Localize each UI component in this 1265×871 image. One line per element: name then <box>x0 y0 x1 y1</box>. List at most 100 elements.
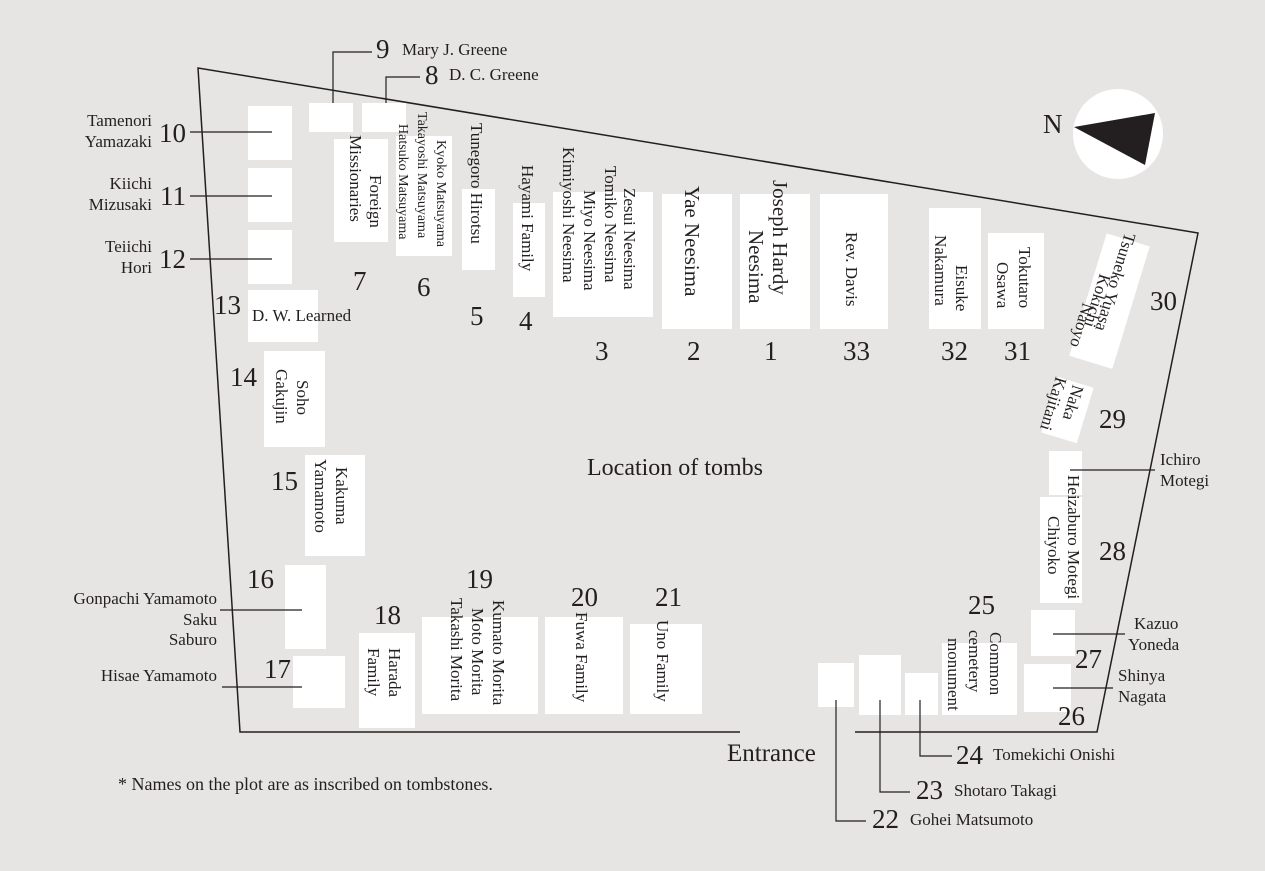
plot-28[interactable] <box>1040 497 1082 603</box>
name-18-line2: Family <box>364 648 383 697</box>
tomb-number-21: 21 <box>655 582 682 612</box>
plot-32[interactable] <box>929 208 981 329</box>
name-19-line1: Kumato Morita <box>489 600 508 706</box>
tomb-number-15: 15 <box>271 466 298 496</box>
plot-14[interactable] <box>264 351 325 447</box>
name-32-line1: Eisuke <box>952 265 971 311</box>
tomb-number-2: 2 <box>687 336 701 366</box>
name-21: Uno Family <box>653 620 672 702</box>
name-31-line1: Tokutaro <box>1015 247 1034 308</box>
name-7-line2: Missionaries <box>346 135 365 222</box>
plot-6[interactable] <box>396 136 452 256</box>
tomb-number-28: 28 <box>1099 536 1126 566</box>
plot-33[interactable] <box>820 194 888 329</box>
tomb-number-24: 24 <box>956 740 984 770</box>
name-7-line1: Foreign <box>366 175 385 228</box>
name-12-line1: Teiichi <box>105 237 152 256</box>
plot-11[interactable] <box>248 168 292 222</box>
name-28-line2: Chiyoko <box>1044 516 1063 575</box>
name-33: Rev. Davis <box>842 232 861 306</box>
name-28-line1: Heizaburo Motegi <box>1064 475 1083 599</box>
tomb-number-5: 5 <box>470 301 484 331</box>
name-28a-line1: Ichiro <box>1160 450 1201 469</box>
leader-lines <box>190 51 1155 822</box>
tomb-number-30: 30 <box>1150 286 1177 316</box>
plot-27[interactable] <box>1031 610 1075 656</box>
tomb-number-20: 20 <box>571 582 598 612</box>
plot-30[interactable] <box>1069 233 1150 369</box>
name-19-line3: Takashi Morita <box>447 598 466 702</box>
name-13: D. W. Learned <box>252 306 352 325</box>
plot-17[interactable] <box>293 656 345 708</box>
name-24: Tomekichi Onishi <box>993 745 1115 764</box>
plot-16[interactable] <box>285 565 326 649</box>
plot-2[interactable] <box>662 194 732 329</box>
plot-5[interactable] <box>462 189 495 270</box>
plot-1[interactable] <box>740 194 810 329</box>
name-19-line2: Moto Morita <box>468 608 487 696</box>
plot-24[interactable] <box>905 673 938 715</box>
name-15-line1: Kakuma <box>332 467 351 525</box>
tomb-number-22: 22 <box>872 804 899 834</box>
north-arrow-icon <box>1074 113 1155 165</box>
vertical-names: Foreign Missionaries Kyoko Matsuyama Tak… <box>272 112 1139 711</box>
name-3-line4: Kimiyoshi Neesima <box>559 147 578 283</box>
plot-10[interactable] <box>248 106 292 160</box>
plot-29[interactable] <box>1041 377 1094 444</box>
name-32-line2: Nakamura <box>931 235 950 306</box>
plot-8[interactable] <box>362 103 406 132</box>
cemetery-boundary <box>197 67 1199 733</box>
name-23: Shotaro Takagi <box>954 781 1057 800</box>
tomb-number-1: 1 <box>764 336 778 366</box>
horizontal-names: Mary J. Greene D. C. Greene Tamenori Yam… <box>73 40 1209 829</box>
plot-31[interactable] <box>988 233 1044 329</box>
name-6-line3: Hatsuko Matsuyama <box>395 124 410 240</box>
footnote: * Names on the plot are as inscribed on … <box>118 774 493 794</box>
plot-7[interactable] <box>334 139 388 242</box>
plot-13[interactable] <box>248 290 318 342</box>
name-22: Gohei Matsumoto <box>910 810 1033 829</box>
name-25-line1: Common <box>986 632 1005 696</box>
plot-9[interactable] <box>309 103 353 132</box>
tomb-number-7: 7 <box>353 266 367 296</box>
plot-28a[interactable] <box>1049 451 1082 495</box>
plot-12[interactable] <box>248 230 292 284</box>
plot-15[interactable] <box>305 455 365 556</box>
name-12-line2: Hori <box>121 258 152 277</box>
plot-3[interactable] <box>553 192 653 317</box>
name-5: Tunegoro Hirotsu <box>467 123 486 244</box>
plot-25[interactable] <box>942 643 1017 715</box>
name-14-line1: Soho <box>293 380 312 415</box>
name-20: Fuwa Family <box>572 612 591 703</box>
tomb-number-33: 33 <box>843 336 870 366</box>
tomb-number-10: 10 <box>159 118 186 148</box>
plot-21[interactable] <box>630 624 702 714</box>
plot-18[interactable] <box>359 633 415 728</box>
name-10-line1: Tamenori <box>87 111 152 130</box>
entrance-label: Entrance <box>727 740 816 767</box>
tomb-number-16: 16 <box>247 564 274 594</box>
name-2: Yae Neesima <box>680 186 704 297</box>
tomb-number-6: 6 <box>417 272 431 302</box>
tomb-number-12: 12 <box>159 244 186 274</box>
name-25-line2: cemetery <box>965 630 984 693</box>
name-3-line3: Miyo Neesima <box>580 190 599 291</box>
tomb-number-3: 3 <box>595 336 609 366</box>
name-16-line1: Gonpachi Yamamoto <box>73 589 217 608</box>
name-17: Hisae Yamamoto <box>101 666 217 685</box>
tomb-number-32: 32 <box>941 336 968 366</box>
name-3-line2: Tomiko Neesima <box>601 166 620 283</box>
plot-22[interactable] <box>818 663 854 707</box>
name-9: Mary J. Greene <box>402 40 507 59</box>
name-4: Hayami Family <box>518 165 537 272</box>
plot-4[interactable] <box>513 203 545 297</box>
name-26-line2: Nagata <box>1118 687 1167 706</box>
name-10-line2: Yamazaki <box>85 132 152 151</box>
tomb-number-18: 18 <box>374 600 401 630</box>
tomb-number-31: 31 <box>1004 336 1031 366</box>
plot-19[interactable] <box>422 617 538 714</box>
plot-20[interactable] <box>545 617 623 714</box>
tomb-number-13: 13 <box>214 290 241 320</box>
tomb-number-8: 8 <box>425 60 439 90</box>
name-25-line3: monument <box>944 638 963 711</box>
